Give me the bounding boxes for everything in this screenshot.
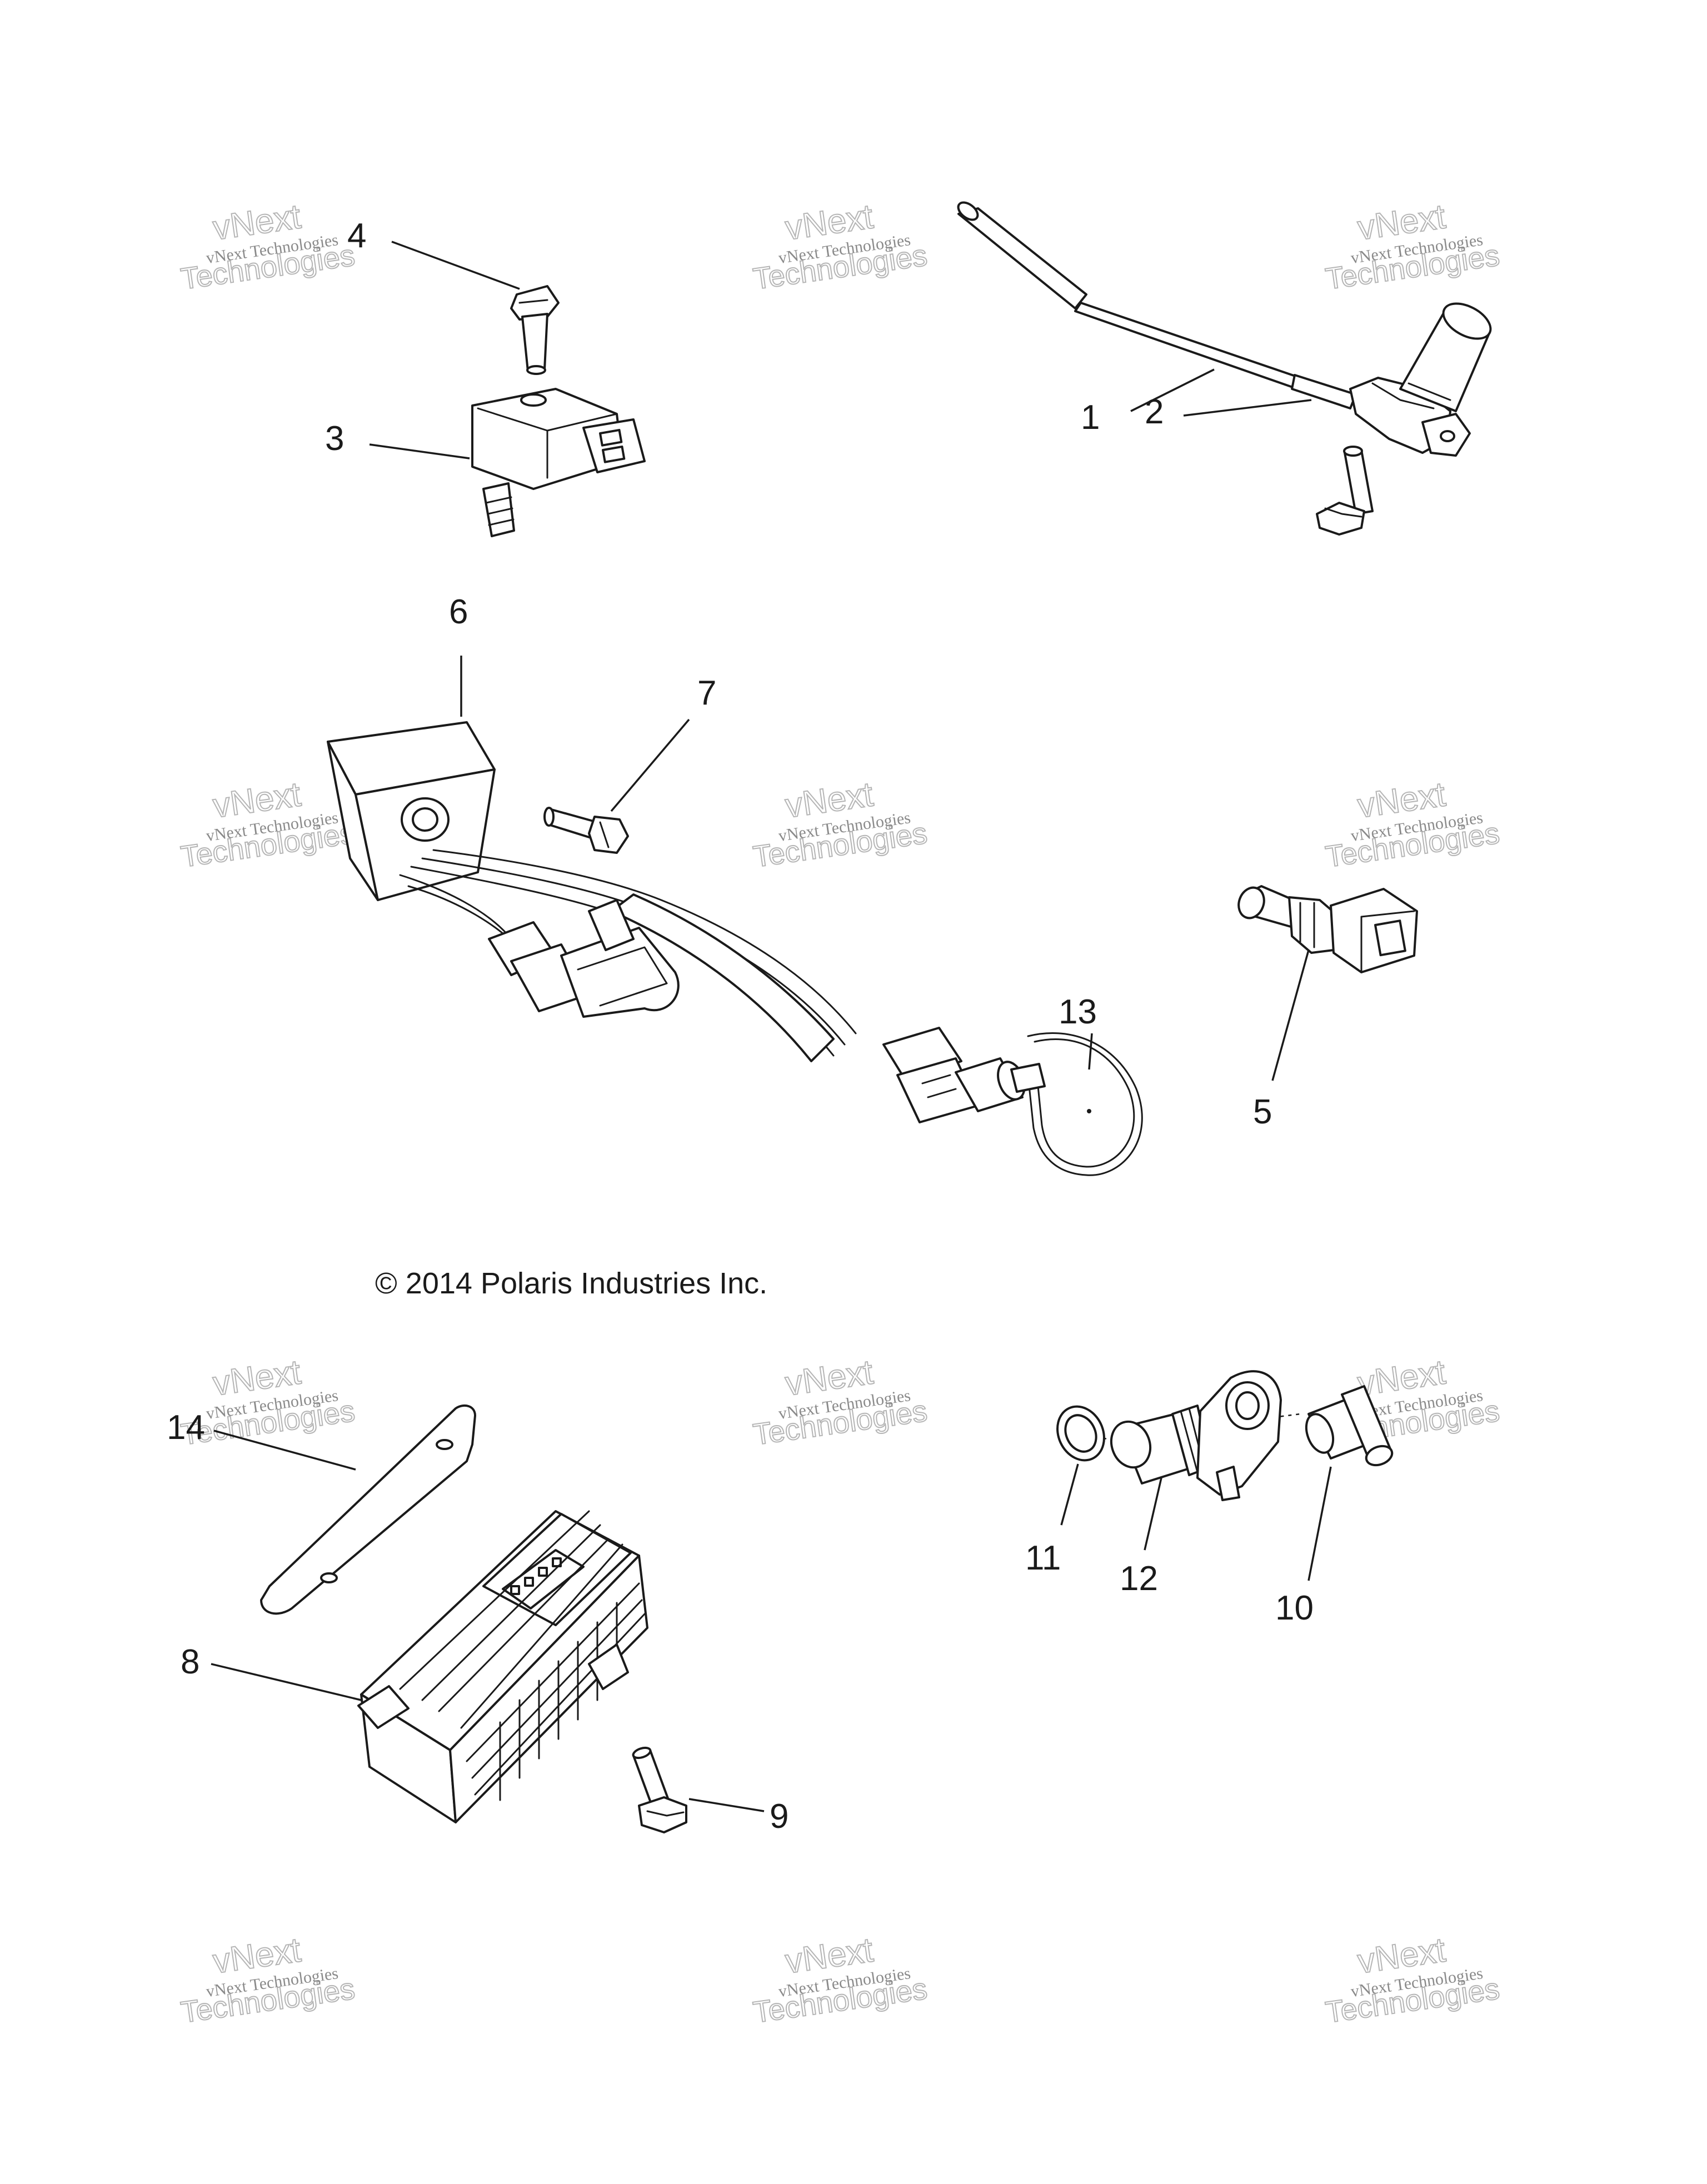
callout-6: 6: [449, 593, 468, 631]
watermark: vNext Technologies vNext Technologies: [1323, 774, 1503, 874]
leader-3: [369, 443, 470, 459]
callout-14: 14: [167, 1408, 205, 1447]
callout-9: 9: [770, 1797, 788, 1836]
callout-12: 12: [1120, 1560, 1158, 1598]
callout-10: 10: [1275, 1589, 1314, 1627]
leader-4: [391, 241, 520, 290]
part-10-bolt[interactable]: [1301, 1385, 1395, 1468]
watermark: vNext Technologies vNext Technologies: [751, 197, 930, 296]
leader-9: [688, 1798, 765, 1812]
part-9-bolt[interactable]: [632, 1746, 687, 1833]
part-13-cable-tie[interactable]: [1010, 1032, 1143, 1176]
callout-3: 3: [325, 419, 344, 458]
callout-8: 8: [181, 1643, 199, 1681]
copyright-notice: © 2014 Polaris Industries Inc.: [375, 1267, 767, 1300]
leader-1: [1130, 368, 1215, 412]
part-12-sensor[interactable]: [1105, 1370, 1282, 1501]
part-7-screw[interactable]: [543, 807, 629, 854]
part-11-o-ring[interactable]: [1049, 1399, 1113, 1468]
leader-13: [1088, 1033, 1093, 1070]
callout-13: 13: [1059, 993, 1097, 1031]
part-2-bolt[interactable]: [1316, 446, 1374, 536]
callout-11: 11: [1025, 1539, 1061, 1577]
leader-10: [1307, 1466, 1332, 1581]
leader-12: [1144, 1477, 1162, 1551]
part-4-screw[interactable]: [510, 285, 560, 375]
part-8-voltage-regulator[interactable]: [357, 1510, 648, 1823]
callout-4: 4: [347, 217, 366, 255]
leader-2: [1183, 399, 1312, 417]
leader-14: [213, 1430, 356, 1471]
watermark: vNext Technologies vNext Technologies: [1323, 197, 1503, 296]
part-14-gasket[interactable]: [260, 1404, 476, 1615]
leader-8: [211, 1663, 362, 1701]
part-6-module-with-harness[interactable]: [327, 721, 1030, 1123]
callout-2: 2: [1145, 393, 1164, 431]
part-1-speed-sensor[interactable]: [955, 199, 1496, 457]
leader-11: [1060, 1463, 1079, 1526]
watermark: vNext Technologies vNext Technologies: [178, 1930, 358, 2030]
callout-5: 5: [1253, 1093, 1272, 1131]
watermark: vNext Technologies vNext Technologies: [178, 774, 358, 874]
callout-1: 1: [1081, 398, 1100, 437]
watermark: vNext Technologies vNext Technologies: [751, 1352, 930, 1452]
part-5-temperature-sensor[interactable]: [1235, 884, 1418, 973]
callout-7: 7: [697, 674, 716, 712]
watermark: vNext Technologies vNext Technologies: [751, 1930, 930, 2030]
watermark: vNext Technologies vNext Technologies: [1323, 1930, 1503, 2030]
leader-7: [610, 718, 690, 812]
part-3-map-sensor[interactable]: [471, 388, 646, 537]
watermark: vNext Technologies vNext Technologies: [751, 774, 930, 874]
leader-5: [1271, 949, 1310, 1081]
watermark: vNext Technologies vNext Technologies: [178, 197, 358, 296]
